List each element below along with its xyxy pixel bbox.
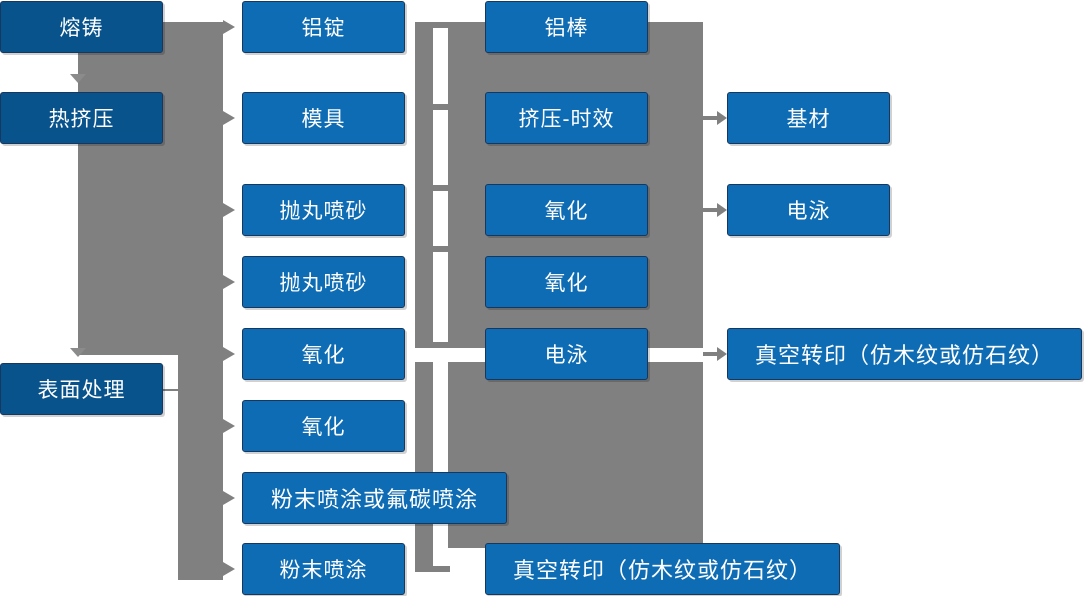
stage-box-melt-cast[interactable]: 熔铸	[0, 1, 163, 53]
operation-box-oxidation-2[interactable]: 氧化	[485, 256, 648, 308]
connector-left-band-narrow	[178, 355, 223, 580]
process-box-powder-spray[interactable]: 粉末喷涂	[242, 543, 405, 595]
connector-stub-surface-treatment	[162, 389, 182, 391]
operation-box-electrophoresis[interactable]: 电泳	[485, 328, 648, 380]
connector-bridge-2	[431, 104, 450, 110]
arrow-to-powder-spray	[223, 562, 235, 576]
process-box-oxidation-1[interactable]: 氧化	[242, 328, 405, 380]
operation-box-aluminum-bar[interactable]: 铝棒	[485, 1, 648, 53]
connector-mid-band-thin-lower	[415, 362, 433, 572]
process-box-aluminum-ingot[interactable]: 铝锭	[242, 1, 405, 53]
arrow-to-base-material	[703, 111, 727, 125]
connector-bridge-5	[431, 342, 450, 348]
connector-bridge-3	[431, 185, 450, 191]
process-box-oxidation-2[interactable]: 氧化	[242, 400, 405, 452]
operation-box-oxidation-1[interactable]: 氧化	[485, 184, 648, 236]
connector-bridge-1	[431, 22, 450, 28]
connector-mid-band-thin-upper	[415, 22, 433, 348]
process-box-shot-blasting-2[interactable]: 抛丸喷砂	[242, 256, 405, 308]
arrow-to-mold	[223, 111, 235, 125]
arrow-to-shot-blasting-1	[223, 203, 235, 217]
connector-left-band-wide	[78, 22, 223, 355]
arrow-to-powder-or-fluorocarbon-spray	[223, 491, 235, 505]
operation-box-vacuum-transfer-print[interactable]: 真空转印（仿木纹或仿石纹）	[485, 543, 840, 595]
output-box-vacuum-transfer-print[interactable]: 真空转印（仿木纹或仿石纹）	[727, 328, 1082, 380]
connector-bridge-4	[431, 246, 450, 252]
connector-bridge-6	[431, 566, 450, 572]
connector-down-arrow-to-surface-treatment	[70, 348, 86, 357]
operation-box-extrusion-aging[interactable]: 挤压-时效	[485, 92, 648, 144]
arrow-to-aluminum-ingot	[223, 20, 235, 34]
arrow-to-electrophoresis-output	[703, 203, 727, 217]
arrow-to-oxidation-1	[223, 347, 235, 361]
process-box-shot-blasting-1[interactable]: 抛丸喷砂	[242, 184, 405, 236]
process-box-mold[interactable]: 模具	[242, 92, 405, 144]
arrow-to-oxidation-2	[223, 419, 235, 433]
arrow-to-shot-blasting-2	[223, 275, 235, 289]
process-box-powder-or-fluorocarbon-spray[interactable]: 粉末喷涂或氟碳喷涂	[242, 472, 507, 524]
connector-down-arrow-to-hot-extrusion	[70, 74, 86, 83]
stage-box-hot-extrusion[interactable]: 热挤压	[0, 92, 163, 144]
connector-notch-upper	[0, 52, 78, 92]
stage-box-surface-treatment[interactable]: 表面处理	[0, 363, 163, 415]
output-box-electrophoresis[interactable]: 电泳	[727, 184, 890, 236]
output-box-base-material[interactable]: 基材	[727, 92, 890, 144]
arrow-to-vacuum-transfer-print-output	[703, 347, 727, 361]
